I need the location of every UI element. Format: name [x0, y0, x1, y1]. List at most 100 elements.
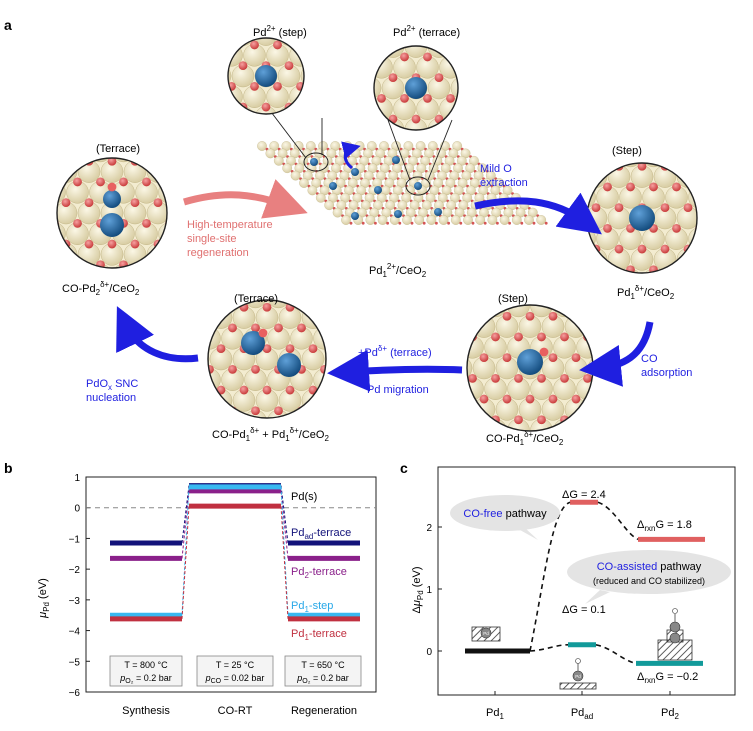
- ceria-atom: [336, 36, 358, 58]
- oxygen-atom: [492, 135, 501, 144]
- oxygen-atom: [469, 53, 478, 62]
- ceria-atom: [57, 181, 66, 204]
- ceria-atom: [688, 268, 697, 273]
- co-adsorption-arrow: [579, 321, 654, 387]
- oxygen-atom: [684, 286, 693, 295]
- oxygen-atom: [508, 221, 511, 225]
- y-tick-label: 1: [74, 473, 80, 484]
- oxygen-atom: [603, 265, 612, 273]
- xtick-pdad: Pdad: [571, 707, 593, 721]
- ceria-atom: [688, 186, 697, 209]
- oxygen-atom: [457, 73, 458, 83]
- svg-text:Pd: Pd: [575, 674, 581, 679]
- oxygen-atom: [208, 323, 214, 333]
- ceria-atom: [587, 398, 593, 421]
- oxygen-atom: [251, 406, 260, 416]
- oxygen-atom: [446, 93, 455, 103]
- oxygen-atom: [649, 182, 658, 192]
- ceria-atom: [426, 215, 437, 225]
- oxygen-atom: [459, 221, 463, 225]
- oxygen-atom: [251, 323, 260, 333]
- panel-a-label: a: [4, 17, 12, 33]
- oxygen-atom: [377, 93, 386, 103]
- oxygen-atom: [227, 123, 236, 132]
- oxygen-atom: [216, 344, 226, 354]
- dg-01-label: ΔG = 0.1: [562, 604, 606, 616]
- pd-atom: [394, 210, 402, 218]
- oxygen-atom: [569, 162, 578, 171]
- ceria-atom: [221, 3, 243, 25]
- x-tick-label: Synthesis: [122, 705, 170, 717]
- oxygen-atom: [707, 245, 716, 254]
- ceria-atom: [313, 44, 335, 66]
- ceria-atom: [377, 215, 388, 225]
- pd-migration-arrow: [327, 349, 463, 392]
- oxygen-atom: [544, 221, 548, 225]
- pd-atom: [277, 353, 301, 377]
- panel-c: c ΔμPd (eV) 210 CO-free pathway CO-assis…: [400, 460, 736, 721]
- ceria-atom: [587, 186, 596, 209]
- pdox-arrow: [116, 306, 199, 363]
- high-temp-l2: single-site: [187, 233, 237, 245]
- ceria-atom: [231, 38, 255, 46]
- oxygen-atom: [142, 218, 151, 228]
- oxygen-atom: [343, 32, 352, 41]
- ceria-atom: [467, 418, 484, 431]
- ceria-atom: [348, 15, 370, 37]
- ceria-atom: [439, 56, 458, 79]
- oxygen-atom: [188, 178, 197, 187]
- oxygen-atom: [73, 260, 82, 268]
- y-tick-label: 1: [426, 585, 432, 596]
- ceria-atom: [324, 347, 326, 371]
- ceria-atom: [273, 155, 284, 166]
- oxygen-atom: [107, 158, 117, 166]
- oxygen-atom: [606, 374, 615, 383]
- ceria-atom: [600, 378, 622, 400]
- svg-text:T = 25 °C: T = 25 °C: [216, 660, 255, 670]
- oxygen-atom: [583, 415, 592, 425]
- ceria-atom: [158, 158, 167, 163]
- pd-mig-l2: Pd migration: [367, 384, 429, 396]
- ceria-atom: [587, 268, 596, 273]
- oxygen-atom: [343, 324, 352, 333]
- oxygen-atom: [587, 265, 589, 273]
- ceria-atom: [313, 86, 335, 108]
- oxygen-atom: [606, 415, 615, 424]
- oxygen-atom: [492, 94, 501, 103]
- ceria-atom: [712, 228, 734, 250]
- ceria-atom: [562, 248, 584, 270]
- oxygen-atom: [39, 157, 48, 166]
- oxygen-atom: [177, 157, 186, 166]
- ceria-atom: [553, 305, 576, 318]
- oxygen-atom: [130, 239, 140, 249]
- oxygen-atom: [61, 198, 71, 208]
- step-site-ring: [303, 152, 329, 172]
- oxygen-atom: [194, 386, 203, 395]
- oxygen-atom: [435, 221, 438, 225]
- oxygen-atom: [204, 41, 213, 50]
- oxygen-atom: [492, 53, 501, 62]
- oxygen-atom: [595, 436, 604, 445]
- co-molecule-icon: [575, 658, 581, 664]
- ceria-atom: [228, 64, 232, 88]
- oxygen-atom: [107, 239, 117, 249]
- ceria-atom: [511, 215, 522, 225]
- oxygen-atom: [343, 406, 352, 415]
- oxygen-atom: [308, 20, 317, 29]
- oxygen-atom: [142, 177, 151, 187]
- ceria-atom: [712, 145, 734, 167]
- co-free-path-2: [597, 501, 639, 541]
- pd-atom: [434, 208, 442, 216]
- ceria-atom: [112, 158, 135, 163]
- oxygen-atom: [457, 312, 466, 321]
- pd-atom-icon: [480, 627, 492, 639]
- co-oxygen-atom: [107, 182, 117, 192]
- oxygen-atom: [84, 239, 94, 249]
- oxygen-atom: [388, 114, 398, 124]
- oxygen-atom: [165, 177, 167, 187]
- ceria-atom: [486, 56, 508, 78]
- ceria-atom: [337, 286, 359, 308]
- label-pdad-terrace: Pdad-terrace: [291, 527, 351, 541]
